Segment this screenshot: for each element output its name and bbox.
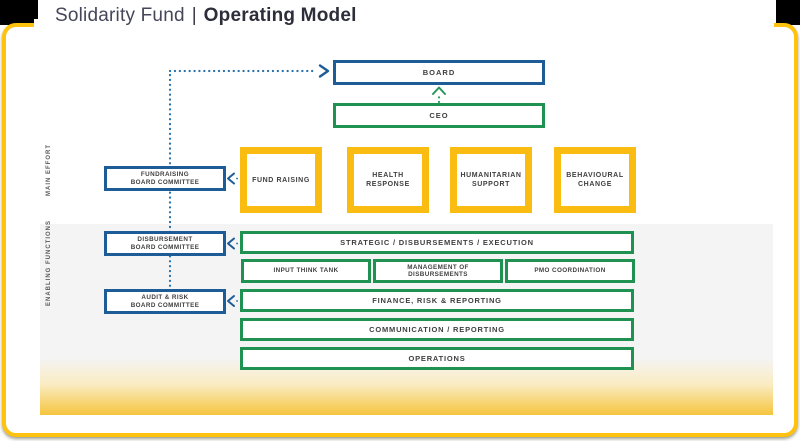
ceo-box: CEO xyxy=(333,103,545,128)
pillar-humanitarian-support-line2: SUPPORT xyxy=(471,181,511,188)
sub-pmo-coordination-line1: PMO COORDINATION xyxy=(534,267,606,275)
committee-disbursement-line2: BOARD COMMITTEE xyxy=(130,243,200,251)
pillar-behavioural-change-line2: CHANGE xyxy=(578,181,612,188)
board-label: BOARD xyxy=(422,68,456,77)
row-strategic-disbursements-execution: STRATEGIC / DISBURSEMENTS / EXECUTION xyxy=(240,231,634,254)
row-communication-reporting: COMMUNICATION / REPORTING xyxy=(240,318,634,341)
pillar-fund-raising-line1: FUND RAISING xyxy=(252,176,310,184)
audit-link-arrowhead xyxy=(227,295,235,307)
title-separator: | xyxy=(191,5,197,26)
fundraising-link-arrowhead xyxy=(227,172,235,185)
pillar-behavioural-change-line1: BEHAVIOURAL xyxy=(566,172,624,179)
sub-management-of-disbursements: MANAGEMENT OF DISBURSEMENTS xyxy=(373,259,503,283)
ceo-to-board-arrowhead xyxy=(432,86,446,95)
top-left-background-patch xyxy=(0,0,38,25)
row-finance-risk-reporting: FINANCE, RISK & REPORTING xyxy=(240,289,634,312)
pillar-health-response-line1: HEALTH xyxy=(372,172,404,179)
committee-disbursement: DISBURSEMENT BOARD COMMITTEE xyxy=(104,231,226,256)
sub-management-line2: DISBURSEMENTS xyxy=(408,271,468,278)
committee-disbursement-line1: DISBURSEMENT xyxy=(137,236,193,243)
sub-input-think-tank-line1: INPUT THINK TANK xyxy=(273,267,339,275)
row-operations-label: OPERATIONS xyxy=(408,354,466,363)
committee-fundraising-line2: BOARD COMMITTEE xyxy=(130,178,200,186)
committee-audit-risk-line1: AUDIT & RISK xyxy=(141,294,189,301)
board-arrowhead xyxy=(318,64,330,78)
pillar-health-response: HEALTH RESPONSE xyxy=(347,147,429,213)
pillar-humanitarian-support: HUMANITARIAN SUPPORT xyxy=(450,147,532,213)
row-strategic-label: STRATEGIC / DISBURSEMENTS / EXECUTION xyxy=(340,238,534,247)
sub-management-line1: MANAGEMENT OF xyxy=(407,263,469,271)
committee-audit-risk-line2: BOARD COMMITTEE xyxy=(130,301,200,309)
title-fund-name: Solidarity Fund xyxy=(55,5,185,26)
board-box: BOARD xyxy=(333,60,545,85)
row-communication-label: COMMUNICATION / REPORTING xyxy=(369,325,505,334)
pillar-humanitarian-support-line1: HUMANITARIAN xyxy=(460,172,522,179)
sub-input-think-tank: INPUT THINK TANK xyxy=(241,259,371,283)
committee-audit-risk: AUDIT & RISK BOARD COMMITTEE xyxy=(104,289,226,314)
pillar-behavioural-change: BEHAVIOURAL CHANGE xyxy=(554,147,636,213)
row-finance-label: FINANCE, RISK & REPORTING xyxy=(372,296,502,305)
title-emphasis: Operating Model xyxy=(203,5,357,26)
page-title: Solidarity Fund | Operating Model xyxy=(55,2,357,30)
ceo-label: CEO xyxy=(429,111,449,120)
committee-fundraising-line1: FUNDRAISING xyxy=(140,171,190,178)
committee-fundraising: FUNDRAISING BOARD COMMITTEE xyxy=(104,166,226,191)
title-background xyxy=(34,19,774,32)
disbursement-link-arrowhead xyxy=(227,237,235,250)
pillar-fund-raising: FUND RAISING xyxy=(240,147,322,213)
pillar-health-response-line2: RESPONSE xyxy=(366,181,410,188)
sub-pmo-coordination: PMO COORDINATION xyxy=(505,259,635,283)
top-right-background-patch xyxy=(776,0,800,25)
row-operations: OPERATIONS xyxy=(240,347,634,370)
